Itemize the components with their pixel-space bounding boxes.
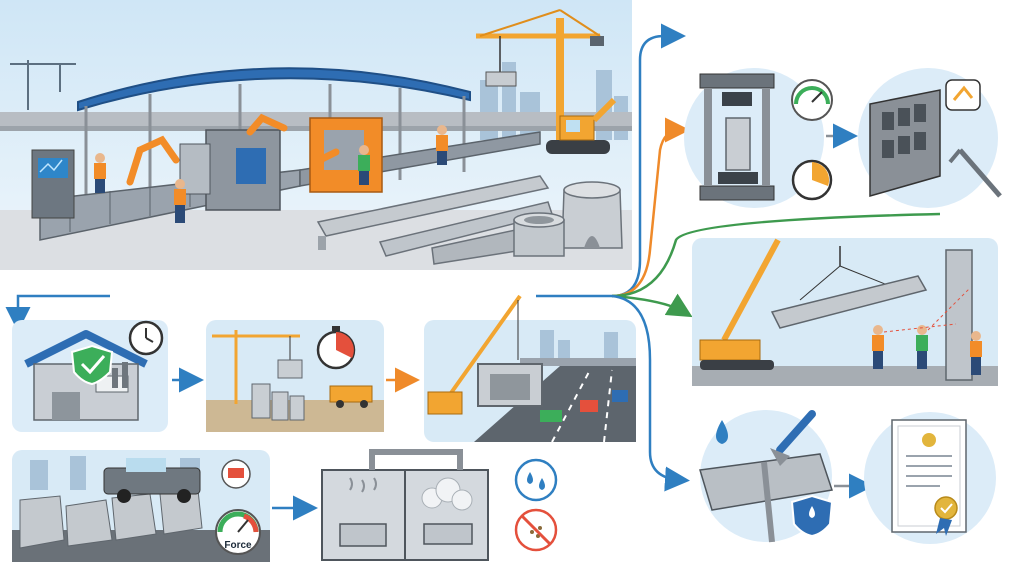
crane-icon	[10, 60, 76, 110]
factory-icon	[112, 362, 128, 388]
beam-lift-panel	[692, 238, 998, 386]
gauge-label: Force	[224, 540, 252, 551]
pickup-truck	[103, 458, 201, 503]
check-icon	[940, 503, 953, 514]
factory-scene-panel	[0, 0, 632, 270]
gauge-icon	[791, 79, 833, 121]
clock-icon	[128, 320, 164, 356]
orange-press-machine	[309, 117, 383, 193]
flow-arrows	[5, 23, 941, 521]
compression-test-panel	[684, 68, 833, 208]
control-console	[31, 149, 75, 219]
arrow-icon	[5, 294, 110, 332]
curing-yard-panel	[206, 320, 384, 432]
robot-arm	[126, 113, 340, 190]
tower-crane	[476, 9, 604, 148]
stopwatch-icon	[791, 159, 833, 201]
precast-pipes	[513, 181, 623, 257]
crash-barrier-panel: Force	[12, 450, 270, 562]
warehouse-panel	[12, 320, 168, 432]
crane-icon	[212, 330, 300, 404]
workers	[94, 125, 448, 223]
certificate-panel	[864, 412, 996, 544]
stopwatch-icon	[316, 326, 356, 370]
mold-inspection-panel	[858, 68, 1002, 208]
workers	[872, 325, 982, 375]
certificate-icon	[891, 419, 967, 536]
sealing-panel	[699, 410, 834, 543]
shield-icon	[790, 494, 834, 538]
caliper-icon	[948, 148, 1002, 198]
check-icon	[80, 355, 106, 375]
precast-beams	[316, 175, 553, 265]
excavator	[546, 97, 617, 154]
curing-chamber	[321, 449, 489, 561]
crawler-crane	[444, 294, 522, 402]
water-drop-icon	[514, 458, 558, 502]
shield-icon	[70, 344, 114, 386]
no-sand-icon	[514, 508, 558, 552]
gauge-icon: Force	[215, 509, 261, 555]
water-drop-icon	[716, 420, 728, 444]
curing-machine	[179, 129, 281, 211]
highway-install-panel	[424, 294, 636, 443]
